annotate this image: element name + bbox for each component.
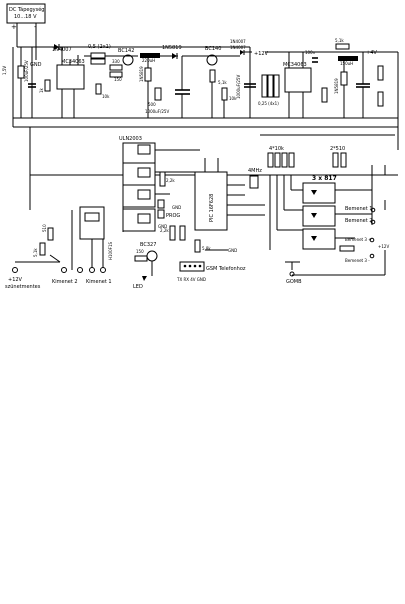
relay-label: H100F1S — [108, 242, 113, 260]
bemenet2-label: Bemenet 2 — [345, 218, 372, 224]
svg-text:1k: 1k — [39, 87, 44, 93]
svg-text:1N5819: 1N5819 — [139, 66, 144, 82]
r-330-label: 330 — [112, 59, 120, 64]
prog-label: PROG — [166, 213, 180, 219]
r-22k-a-label: 2,2k — [166, 178, 175, 183]
output-terminals: +12V szünetmentes Kimenet 2 Kimenet 1 — [5, 267, 112, 290]
r-150b-label: 150 — [136, 249, 144, 254]
d-1n5819-a-label: 1N5819 — [162, 45, 182, 51]
uln2003-label: ULN2003 — [119, 136, 142, 142]
kimenet1-label: Kimenet 1 — [86, 279, 112, 285]
plus12b-label: +12V — [378, 244, 389, 249]
gomb-label: GOMB — [286, 279, 302, 285]
c-100n-label: 100n — [305, 50, 316, 55]
svg-text:100uF/25V: 100uF/25V — [24, 60, 29, 82]
plus12-label: +12V — [254, 51, 269, 57]
prog-header: GND PROG — [157, 199, 181, 219]
out-sz-label: szünetmentes — [5, 284, 41, 290]
current-sense-and-bc142: 0,5 (2x1) 330 150 BC142 — [84, 44, 138, 82]
mc34063-a-label: MC34063 — [61, 59, 85, 65]
svg-text:1000uF/25V: 1000uF/25V — [236, 75, 241, 99]
input-capacitors: 1,5V 100uF/25V — [2, 47, 36, 118]
r-05-label: 0,5 (2x1) — [88, 44, 111, 50]
r-510-label: 510 — [42, 224, 47, 232]
ic-mc34063-a: MC34063 1k 10k — [39, 47, 110, 118]
input-gnd-label: GND — [30, 62, 42, 68]
gsm-header — [179, 261, 205, 272]
svg-text:1N5819: 1N5819 — [334, 78, 339, 94]
mc34063-b-body — [284, 67, 312, 93]
gsm-connector: GSM Telefonhoz TX RX 4V GND 5,8k GND — [176, 239, 246, 282]
power-rails — [12, 46, 399, 176]
gnd-uln-label: GND — [158, 224, 167, 229]
l-150uh-label: 150uH — [340, 61, 353, 66]
r-025-label: 0,25 (4x1) — [258, 101, 279, 106]
gsm-pins: TX RX 4V GND — [176, 277, 206, 282]
uln2003-block: ULN2003 GND — [119, 136, 200, 232]
resistors-22k: 2,2k 2,2k — [159, 171, 186, 241]
relay-block: H100F1S 510 5,1k — [15, 175, 113, 270]
d-1n4007-b-label: 1N4007 — [230, 39, 246, 44]
inductor-220uh: 220uH 1N5819 1N5819 — [139, 45, 182, 118]
converter-b: 0,25 (4x1) MC34063 100n — [258, 50, 328, 118]
r-500-label: 500 — [148, 102, 156, 107]
bemenet3b-label: Bemenet 3 - — [345, 258, 370, 263]
kimenet2-label: Kimenet 2 — [52, 279, 78, 285]
svg-text:1,5V: 1,5V — [2, 66, 7, 75]
pic-label: PIC 16F628 — [209, 194, 215, 222]
bc142-label: BC142 — [118, 48, 134, 54]
bc140-label: BC140 — [205, 46, 221, 52]
r-51k-a-label: 5,1k — [218, 80, 227, 85]
gnd-gsm-label: GND — [228, 248, 237, 253]
r-10k-b-label: 10k — [229, 96, 237, 101]
r-51k-b-label: 5,1k — [335, 38, 344, 43]
led-label: LED — [133, 284, 143, 290]
c-1000-label: 1000uF/25V — [145, 109, 169, 114]
gomb-button: GOMB — [285, 261, 302, 285]
opto-title: 3 x 817 — [312, 175, 337, 182]
bemenet3a-label: Bemenet 3 + — [345, 237, 372, 242]
relay-body — [79, 206, 105, 240]
out-12v-label: +12V — [8, 277, 23, 283]
r-10k-a-label: 10k — [102, 94, 110, 99]
power-plus-label: + — [11, 23, 17, 31]
output-capacitor-a: 500 1000uF/25V — [145, 56, 190, 118]
r-22k-b-label: 2,2k — [160, 228, 169, 233]
r-2x510-label: 2*510 — [330, 146, 345, 152]
power-supply-box — [6, 3, 46, 24]
gnd-prog-label: GND — [172, 205, 181, 210]
power-voltage: 10...18 V — [14, 14, 37, 20]
r-58k-label: 5,8k — [202, 246, 211, 251]
quartz-label: 4MHz — [248, 168, 262, 174]
power-title: DC Tápegység — [9, 6, 44, 13]
pic-body — [194, 171, 228, 231]
bemenet1-label: Bemenet 1 — [345, 206, 372, 212]
optocouplers-817: 3 x 817 — [277, 175, 372, 250]
bc327-label: BC327 — [140, 242, 156, 248]
r-150-label: 150 — [114, 77, 122, 82]
r-51k-c-label: 5,1k — [33, 248, 38, 257]
inductor-150uh: 5,1k +4V 150uH 1N5819 — [334, 38, 384, 118]
l-220uh-label: 220uH — [142, 58, 155, 63]
d-1n4007-c-label: 1N4007 — [230, 45, 246, 50]
diodes-12v: 1N4007 1N4007 +12V 1000uF/25V — [230, 39, 269, 118]
pull-resistors: 4*10k 2*510 — [267, 146, 347, 250]
plus4v-label: +4V — [366, 50, 377, 56]
r-4x10k-label: 4*10k — [269, 146, 284, 152]
pic-microcontroller: PIC 16F628 4MHz — [194, 158, 265, 231]
bc140-block: BC140 5,1k 10k — [182, 46, 240, 118]
power-input-block: DC Tápegység 10...18 V + - GND — [6, 3, 46, 68]
mc34063-a-body — [56, 64, 85, 90]
inputs-right: Bemenet 1 Bemenet 2 Bemenet 3 + 2,2k +12… — [292, 165, 389, 276]
bc327-led: BC327 150 LED — [133, 242, 158, 290]
gsm-label: GSM Telefonhoz — [206, 266, 246, 272]
mc34063-b-label: MC34063 — [283, 62, 307, 68]
